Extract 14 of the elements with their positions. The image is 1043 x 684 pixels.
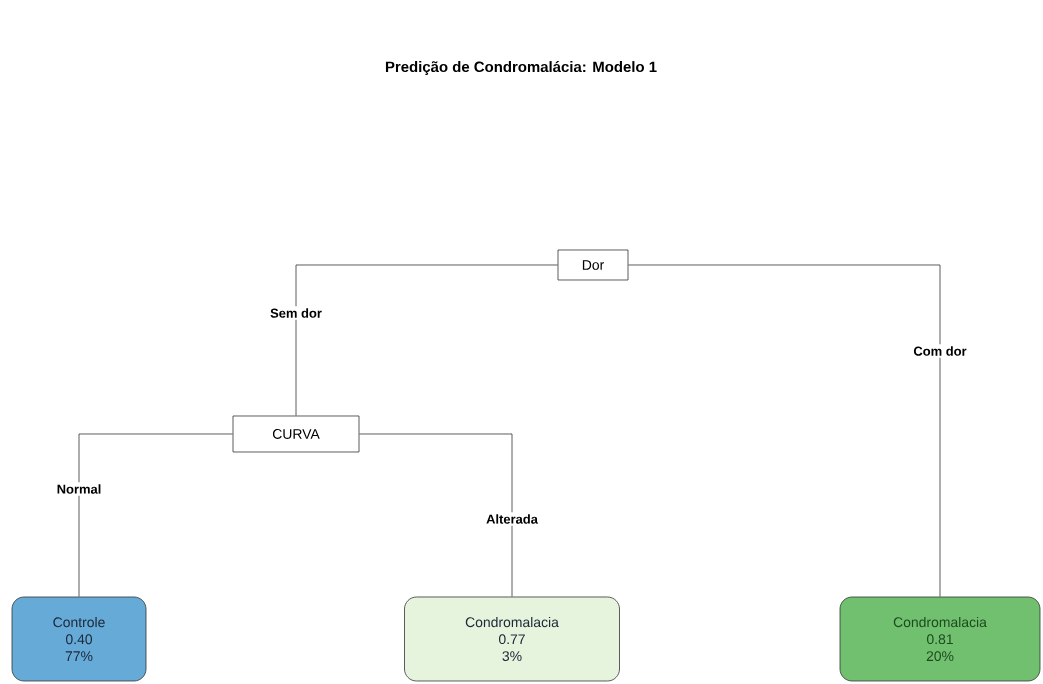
connector [359, 433, 513, 597]
edge-label: Com dor [911, 344, 969, 358]
edge-label: Alterada [484, 512, 540, 526]
connector [628, 264, 941, 597]
connector [295, 264, 558, 416]
connector [78, 433, 233, 597]
title: Predição de Condromalácia: Modelo 1 [385, 60, 657, 75]
edge-label: Normal [54, 482, 104, 496]
split-box: CURVA [232, 415, 360, 453]
edge-label: Sem dor [268, 306, 324, 320]
leaf-box: Condromalacia 0.77 3% [404, 596, 620, 682]
leaf-box: Controle 0.40 77% [11, 596, 147, 682]
leaf-box: Condromalacia 0.81 20% [839, 596, 1041, 682]
split-box: Dor [557, 249, 629, 281]
